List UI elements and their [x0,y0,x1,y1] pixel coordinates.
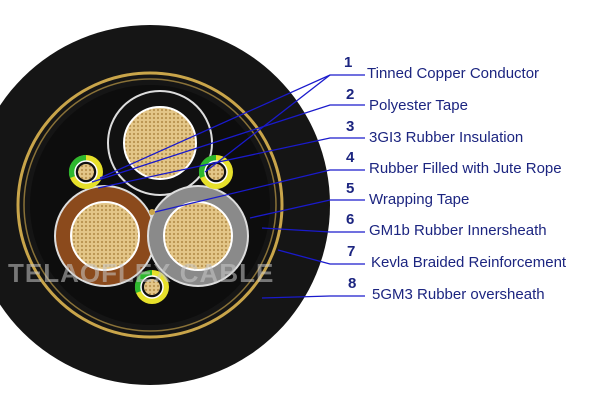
label-text-4: Rubber Filled with Jute Rope [369,160,562,177]
label-text-3: 3GI3 Rubber Insulation [369,129,524,146]
label-text-5: Wrapping Tape [369,191,470,208]
label-number-5: 5 [346,180,355,197]
braid-ring [16,71,284,339]
label-number-8: 8 [348,275,357,292]
earth-core-bottom [134,269,169,304]
label-text-1: Tinned Copper Conductor [367,65,540,82]
watermark: TELAOFLEX CABLE [8,258,275,288]
conductor-brown [70,201,140,271]
leader-lines [91,74,365,299]
earth-core-right [198,154,233,189]
label-text-7: Kevla Braided Reinforcement [371,254,567,271]
braid-ring-inner [23,78,277,332]
label-number-4: 4 [346,149,355,166]
label-number-6: 6 [346,211,355,228]
label-number-2: 2 [346,86,355,103]
earth-core-left [68,154,103,189]
label-number-3: 3 [346,118,355,135]
label-number-1: 1 [344,54,353,71]
label-number-7: 7 [347,243,356,260]
conductor-black [123,106,197,180]
jute-filler [149,209,155,215]
label-text-6: GM1b Rubber Innersheath [369,222,547,239]
label-text-2: Polyester Tape [369,97,468,114]
label-text-8: 5GM3 Rubber oversheath [372,286,545,303]
